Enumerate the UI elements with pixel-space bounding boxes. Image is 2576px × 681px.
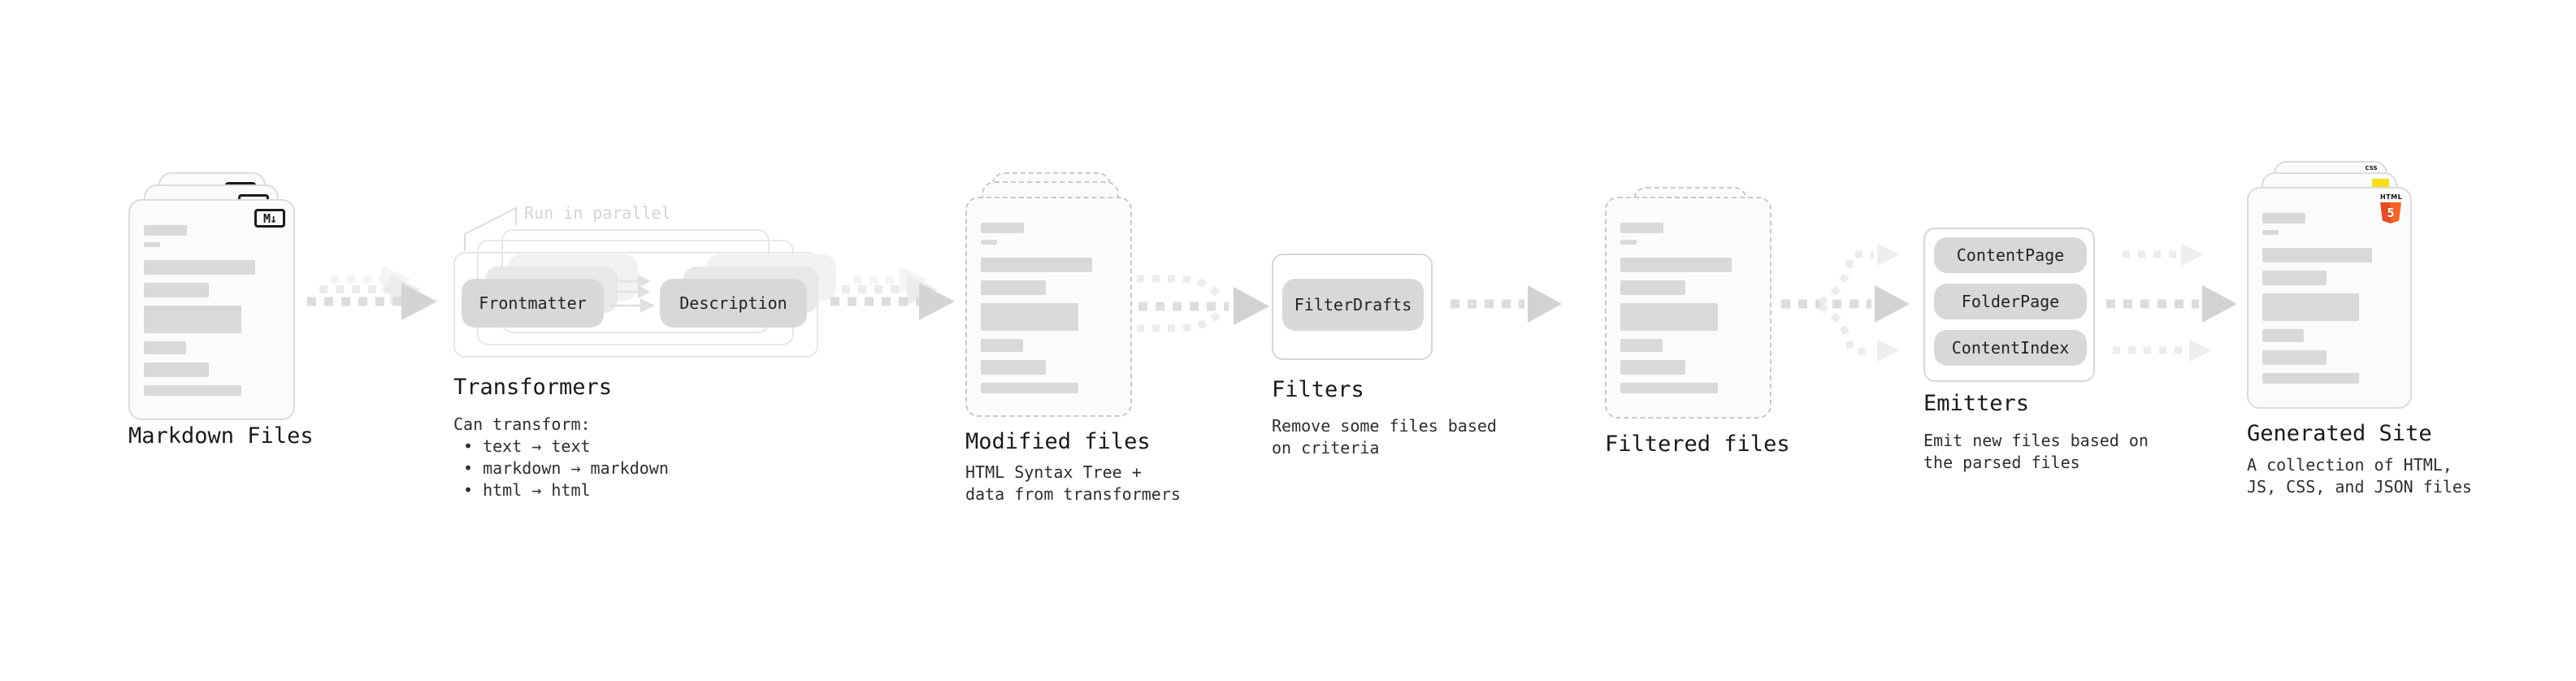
contentindex-pill: ContentIndex [1934,330,2087,366]
generated-site-title: Generated Site [2247,421,2432,446]
frontmatter-pill: Frontmatter [462,279,604,327]
transformer-run-box-front [453,252,818,358]
modified-files-title: Modified files [965,429,1151,454]
javascript-icon [2372,179,2389,189]
bullet-item: • markdown → markdown [463,458,669,478]
arrow-transformers-to-modified [830,266,955,320]
html5-shield: 5 [2380,202,2401,223]
filters-subtitle: Remove some files based on criteria [1272,416,1497,458]
arrow-filters-to-filtered [1451,285,1562,323]
file-placeholder-bars [1620,223,1756,393]
filterdrafts-pill: FilterDrafts [1282,279,1424,331]
arrow-modified-to-filters [1137,275,1269,332]
html5-icon: HTML 5 [2380,193,2403,223]
arrow-emitters-to-generated [2106,244,2237,362]
bullet-item: • text → text [463,436,591,456]
markdown-icon: M↓ [254,209,285,228]
markdown-files-title: Markdown Files [128,423,314,449]
filters-title: Filters [1272,377,1364,402]
arrow-markdown-to-transformers [307,266,437,320]
description-pill: Description [660,279,807,327]
filtered-files-title: Filtered files [1605,432,1790,457]
generated-file-card-front: HTML 5 [2247,187,2412,409]
arrow-filtered-to-emitters [1781,244,1910,362]
file-placeholder-bars [981,223,1117,393]
contentpage-pill: ContentPage [1934,237,2087,273]
emitters-title: Emitters [1923,391,2030,416]
bullet-item: • html → html [463,480,591,500]
file-placeholder-bars [144,225,280,396]
html5-word: HTML [2380,193,2403,201]
transformers-title: Transformers [453,375,613,400]
transformers-body-heading: Can transform: [453,414,591,434]
modified-files-subtitle: HTML Syntax Tree + data from transformer… [965,462,1181,504]
file-placeholder-bars [2262,213,2396,384]
run-in-parallel-note: Run in parallel [524,203,671,223]
folderpage-pill: FolderPage [1934,284,2087,319]
markdown-file-card-front: M↓ [128,199,295,420]
emitters-subtitle: Emit new files based on the parsed files [1923,431,2149,472]
generated-site-subtitle: A collection of HTML, JS, CSS, and JSON … [2247,455,2472,497]
modified-file-card-front [965,197,1132,417]
transformers-bullet-list: • text → text • markdown → markdown • ht… [463,436,669,501]
filtered-file-card-front [1605,197,1772,419]
